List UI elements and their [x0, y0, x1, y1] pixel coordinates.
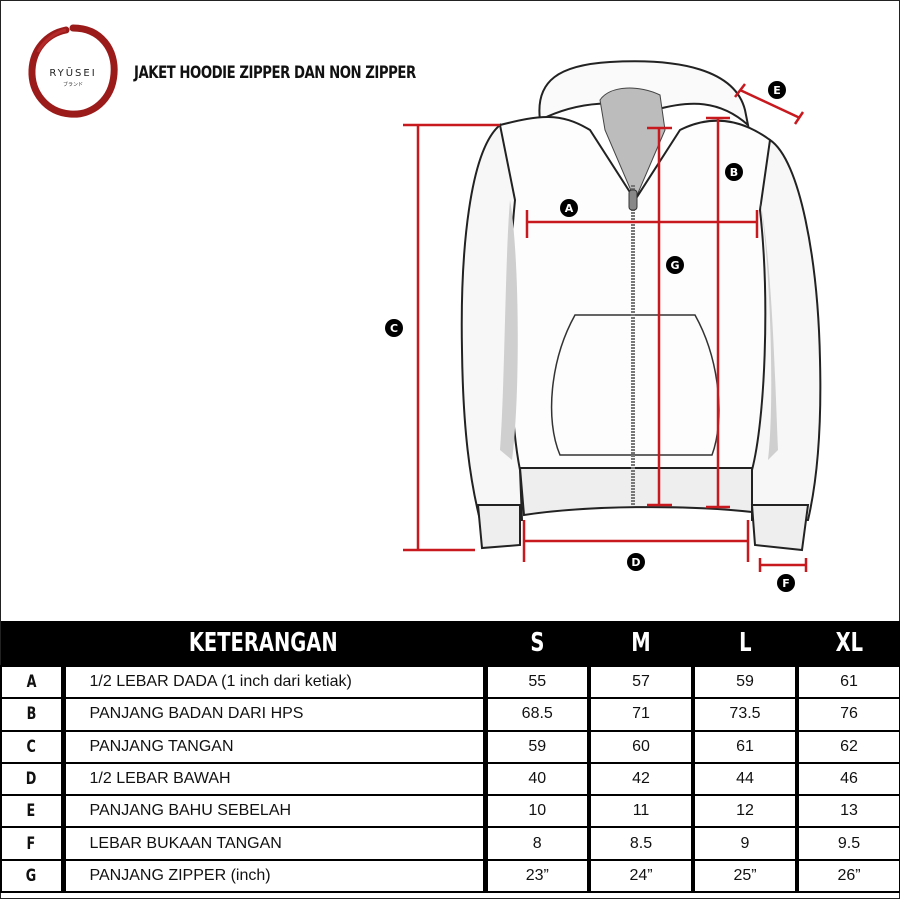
value-xl: 9.5 — [795, 826, 900, 861]
value-l: 61 — [691, 729, 799, 764]
value-m: 60 — [587, 729, 695, 764]
row-description: PANJANG BADAN DARI HPS — [62, 697, 488, 732]
header-size-xl: XL — [835, 628, 863, 658]
marker-f: F — [777, 574, 795, 592]
row-key: F — [0, 826, 66, 861]
value-s: 55 — [483, 664, 591, 700]
value-s: 40 — [483, 761, 591, 797]
value-l: 73.5 — [691, 697, 799, 732]
value-m: 8.5 — [587, 826, 695, 861]
row-description: 1/2 LEBAR DADA (1 inch dari ketiak) — [62, 664, 488, 700]
marker-e: E — [768, 81, 786, 99]
value-m: 57 — [587, 664, 695, 700]
row-description: PANJANG ZIPPER (inch) — [62, 858, 488, 894]
value-xl: 76 — [795, 697, 900, 732]
header-size-s: S — [529, 628, 545, 658]
value-m: 11 — [587, 794, 695, 829]
row-key: A — [0, 664, 66, 700]
value-l: 25” — [691, 858, 799, 894]
table-row: F LEBAR BUKAAN TANGAN 8 8.5 9 9.5 — [0, 826, 900, 861]
svg-text:F: F — [782, 577, 790, 590]
page-title: JAKET HOODIE ZIPPER DAN NON ZIPPER — [134, 63, 416, 83]
svg-text:D: D — [631, 556, 640, 569]
value-s: 59 — [483, 729, 591, 764]
value-l: 12 — [691, 794, 799, 829]
value-l: 59 — [691, 664, 799, 700]
row-key: C — [0, 729, 66, 764]
hoodie-diagram: A B C D E F G — [360, 55, 860, 605]
table-row: B PANJANG BADAN DARI HPS 68.5 71 73.5 76 — [0, 697, 900, 732]
header-size-m: M — [631, 628, 651, 658]
ryusei-logo: RYŪSEI ブランド — [26, 22, 120, 120]
value-s: 8 — [483, 826, 591, 861]
svg-text:C: C — [390, 322, 398, 335]
row-description: PANJANG BAHU SEBELAH — [62, 794, 488, 829]
size-table: KETERANGAN S M L XL A 1/2 LEBAR DADA (1 … — [0, 621, 900, 899]
value-xl: 61 — [795, 664, 900, 700]
value-xl: 62 — [795, 729, 900, 764]
value-xl: 13 — [795, 794, 900, 829]
header-keterangan: KETERANGAN — [188, 628, 338, 658]
brush-circle-icon: RYŪSEI ブランド — [28, 24, 118, 118]
marker-g: G — [666, 256, 684, 274]
value-l: 44 — [691, 761, 799, 797]
brand-text: RYŪSEI — [49, 66, 96, 79]
svg-text:G: G — [670, 259, 679, 272]
row-description: 1/2 LEBAR BAWAH — [62, 761, 488, 797]
brand-subtext: ブランド — [63, 81, 83, 88]
value-s: 10 — [483, 794, 591, 829]
row-description: PANJANG TANGAN — [62, 729, 488, 764]
table-row: D 1/2 LEBAR BAWAH 40 42 44 46 — [0, 761, 900, 797]
table-row: A 1/2 LEBAR DADA (1 inch dari ketiak) 55… — [0, 664, 900, 700]
table-row: G PANJANG ZIPPER (inch) 23” 24” 25” 26” — [0, 858, 900, 894]
value-s: 23” — [483, 858, 591, 894]
marker-d: D — [627, 553, 645, 571]
table-row: E PANJANG BAHU SEBELAH 10 11 12 13 — [0, 794, 900, 829]
svg-text:B: B — [730, 166, 738, 179]
row-key: D — [0, 761, 66, 797]
marker-a: A — [560, 199, 578, 217]
value-xl: 46 — [795, 761, 900, 797]
svg-text:A: A — [565, 202, 574, 215]
value-m: 24” — [587, 858, 695, 894]
table-row: C PANJANG TANGAN 59 60 61 62 — [0, 729, 900, 764]
row-key: E — [0, 794, 66, 829]
marker-c: C — [385, 319, 403, 337]
hoodie-illustration: A B C D E F G — [385, 60, 822, 592]
value-s: 68.5 — [483, 697, 591, 732]
svg-text:E: E — [773, 84, 781, 97]
row-key: B — [0, 697, 66, 732]
marker-b: B — [725, 163, 743, 181]
value-xl: 26” — [795, 858, 900, 894]
value-l: 9 — [691, 826, 799, 861]
table-header-row: KETERANGAN S M L XL — [1, 621, 900, 666]
value-m: 42 — [587, 761, 695, 797]
row-key: G — [0, 858, 66, 894]
value-m: 71 — [587, 697, 695, 732]
header-size-l: L — [738, 628, 752, 658]
row-description: LEBAR BUKAAN TANGAN — [62, 826, 488, 861]
